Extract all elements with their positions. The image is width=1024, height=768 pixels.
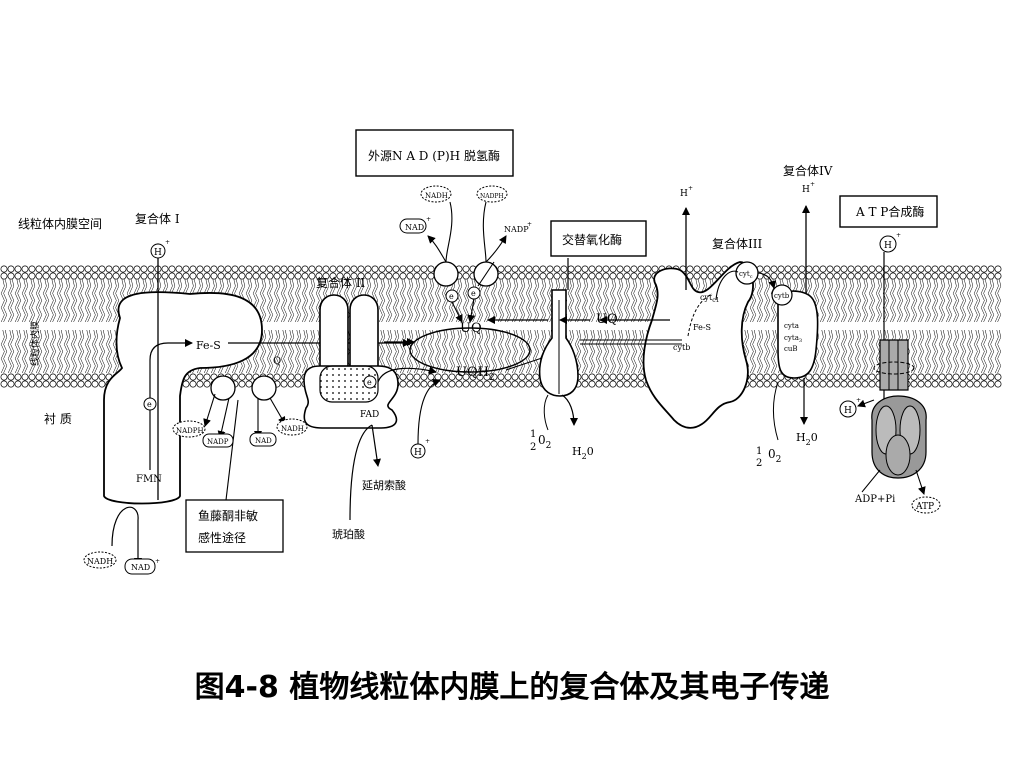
svg-text:2: 2 bbox=[530, 442, 536, 453]
svg-text:NAD: NAD bbox=[131, 563, 150, 572]
svg-text:cytb: cytb bbox=[774, 292, 790, 300]
svg-text:+: + bbox=[165, 239, 170, 246]
svg-text:NAD: NAD bbox=[405, 223, 424, 232]
svg-text:H20: H20 bbox=[796, 431, 818, 447]
complex-ii-label: 复合体 II bbox=[316, 275, 366, 290]
atp-synthase-box bbox=[839, 195, 938, 228]
uqh2-label: UQH2 bbox=[456, 365, 495, 383]
cytc1-label: cytc1 bbox=[700, 293, 719, 304]
svg-text:+: + bbox=[425, 438, 430, 445]
svg-text:e: e bbox=[471, 289, 476, 298]
adp-pi-label: ADP+Pi bbox=[854, 494, 895, 505]
rotenone-insensitive: Q NADPH NADP NAD NADH 鱼藤酮非敏 感性途径 bbox=[172, 356, 308, 553]
q-label: Q bbox=[273, 356, 281, 367]
svg-text:NADP: NADP bbox=[504, 225, 529, 234]
fad-label: FAD bbox=[360, 410, 379, 420]
intermembrane-space-label: 线粒体内膜空间 bbox=[18, 216, 102, 231]
complex-i-body bbox=[103, 291, 263, 505]
svg-text:e: e bbox=[147, 400, 152, 409]
svg-text:H: H bbox=[414, 448, 422, 458]
svg-text:+: + bbox=[810, 181, 815, 188]
svg-text:+: + bbox=[155, 558, 160, 565]
matrix-label: 衬 质 bbox=[44, 412, 72, 426]
svg-text:NADPH: NADPH bbox=[176, 427, 204, 435]
svg-text:H: H bbox=[844, 406, 852, 416]
electron-e-c2 bbox=[363, 375, 377, 389]
nad-c1 bbox=[124, 558, 156, 575]
svg-text:02: 02 bbox=[538, 433, 551, 451]
svg-text:ATP: ATP bbox=[915, 502, 934, 512]
svg-text:NADH: NADH bbox=[281, 425, 304, 433]
ext-nadph-box bbox=[355, 129, 514, 177]
svg-text:H: H bbox=[884, 241, 892, 251]
electron-e-c1 bbox=[143, 397, 157, 411]
svg-text:A T P合成酶: A T P合成酶 bbox=[855, 204, 924, 219]
rotenone-box bbox=[185, 499, 284, 553]
svg-text:交替氧化酶: 交替氧化酶 bbox=[562, 232, 622, 247]
complex-iii-label: 复合体III bbox=[712, 236, 762, 251]
figure-caption: 图4-8 植物线粒体内膜上的复合体及其电子传递 bbox=[195, 670, 830, 705]
cytb-c4 bbox=[771, 284, 793, 306]
succinate-label: 琥珀酸 bbox=[332, 527, 365, 541]
fes-label-c3: Fe-S bbox=[693, 323, 711, 332]
svg-text:+: + bbox=[527, 221, 532, 228]
svg-text:NADH: NADH bbox=[87, 557, 113, 566]
complex-iv-label: 复合体IV bbox=[783, 163, 833, 178]
alternative-oxidase: 交替氧化酶 1 2 02 H20 bbox=[530, 220, 647, 461]
svg-text:cyta3: cyta3 bbox=[784, 334, 802, 344]
complex-iii: 复合体III Fe-S cytb cytc1 UQ H + cytc bbox=[559, 185, 777, 429]
svg-text:H20: H20 bbox=[572, 445, 594, 461]
svg-text:NADH: NADH bbox=[425, 192, 448, 200]
svg-text:e: e bbox=[449, 292, 454, 301]
fmn-label: FMN bbox=[136, 474, 162, 485]
svg-text:感性途径: 感性途径 bbox=[198, 530, 246, 545]
svg-text:02: 02 bbox=[768, 447, 781, 465]
svg-text:1: 1 bbox=[530, 429, 536, 440]
membrane-label: 线粒体内膜 bbox=[29, 321, 41, 366]
svg-text:e: e bbox=[367, 378, 372, 387]
svg-text:H: H bbox=[680, 189, 688, 199]
complex-i: 复合体 I Fe-S FMN H + e NADH NAD + bbox=[83, 211, 411, 575]
svg-text:+: + bbox=[426, 216, 431, 223]
svg-text:cytc: cytc bbox=[739, 270, 753, 280]
svg-text:NADP: NADP bbox=[207, 438, 229, 446]
svg-text:H: H bbox=[154, 248, 162, 258]
svg-text:cyta: cyta bbox=[784, 322, 799, 330]
nadh-c1 bbox=[83, 551, 117, 569]
svg-text:+: + bbox=[688, 185, 693, 192]
svg-text:cuB: cuB bbox=[784, 345, 798, 353]
svg-text:鱼藤酮非敏: 鱼藤酮非敏 bbox=[198, 508, 258, 523]
svg-text:NADPH: NADPH bbox=[480, 193, 504, 200]
atp-synthase: A T P合成酶 H + H + ADP+Pi ATP bbox=[839, 195, 941, 514]
svg-text:H: H bbox=[802, 185, 810, 195]
complex-iv: 复合体IV H + cytb cyta cyta3 cuB H20 1 2 02 bbox=[756, 163, 833, 469]
cytb-label-c3: cytb bbox=[673, 343, 690, 352]
svg-text:+: + bbox=[896, 232, 901, 239]
svg-text:1: 1 bbox=[756, 446, 762, 457]
aox-box bbox=[550, 220, 647, 257]
external-nadph-dehydrogenase: 外源N A D (P)H 脱氢酶 NADH NADPH NAD + NADP +… bbox=[355, 129, 532, 323]
fumarate-label: 延胡索酸 bbox=[362, 478, 406, 492]
svg-text:+: + bbox=[856, 397, 861, 404]
complex-ii: 复合体 II FAD e 延胡索酸 琥珀酸 H + bbox=[303, 275, 441, 541]
ubiquinone-pool: UQ UQH2 bbox=[409, 316, 549, 383]
complex-i-label: 复合体 I bbox=[135, 211, 180, 226]
svg-text:外源N A D (P)H 脱氢酶: 外源N A D (P)H 脱氢酶 bbox=[368, 148, 500, 163]
svg-text:NAD: NAD bbox=[255, 437, 272, 445]
uq-label: UQ bbox=[460, 321, 482, 336]
fes-label: Fe-S bbox=[196, 339, 221, 352]
uq-right-label: UQ bbox=[596, 312, 618, 327]
svg-text:2: 2 bbox=[756, 458, 762, 469]
proton-h-c1 bbox=[150, 243, 166, 259]
